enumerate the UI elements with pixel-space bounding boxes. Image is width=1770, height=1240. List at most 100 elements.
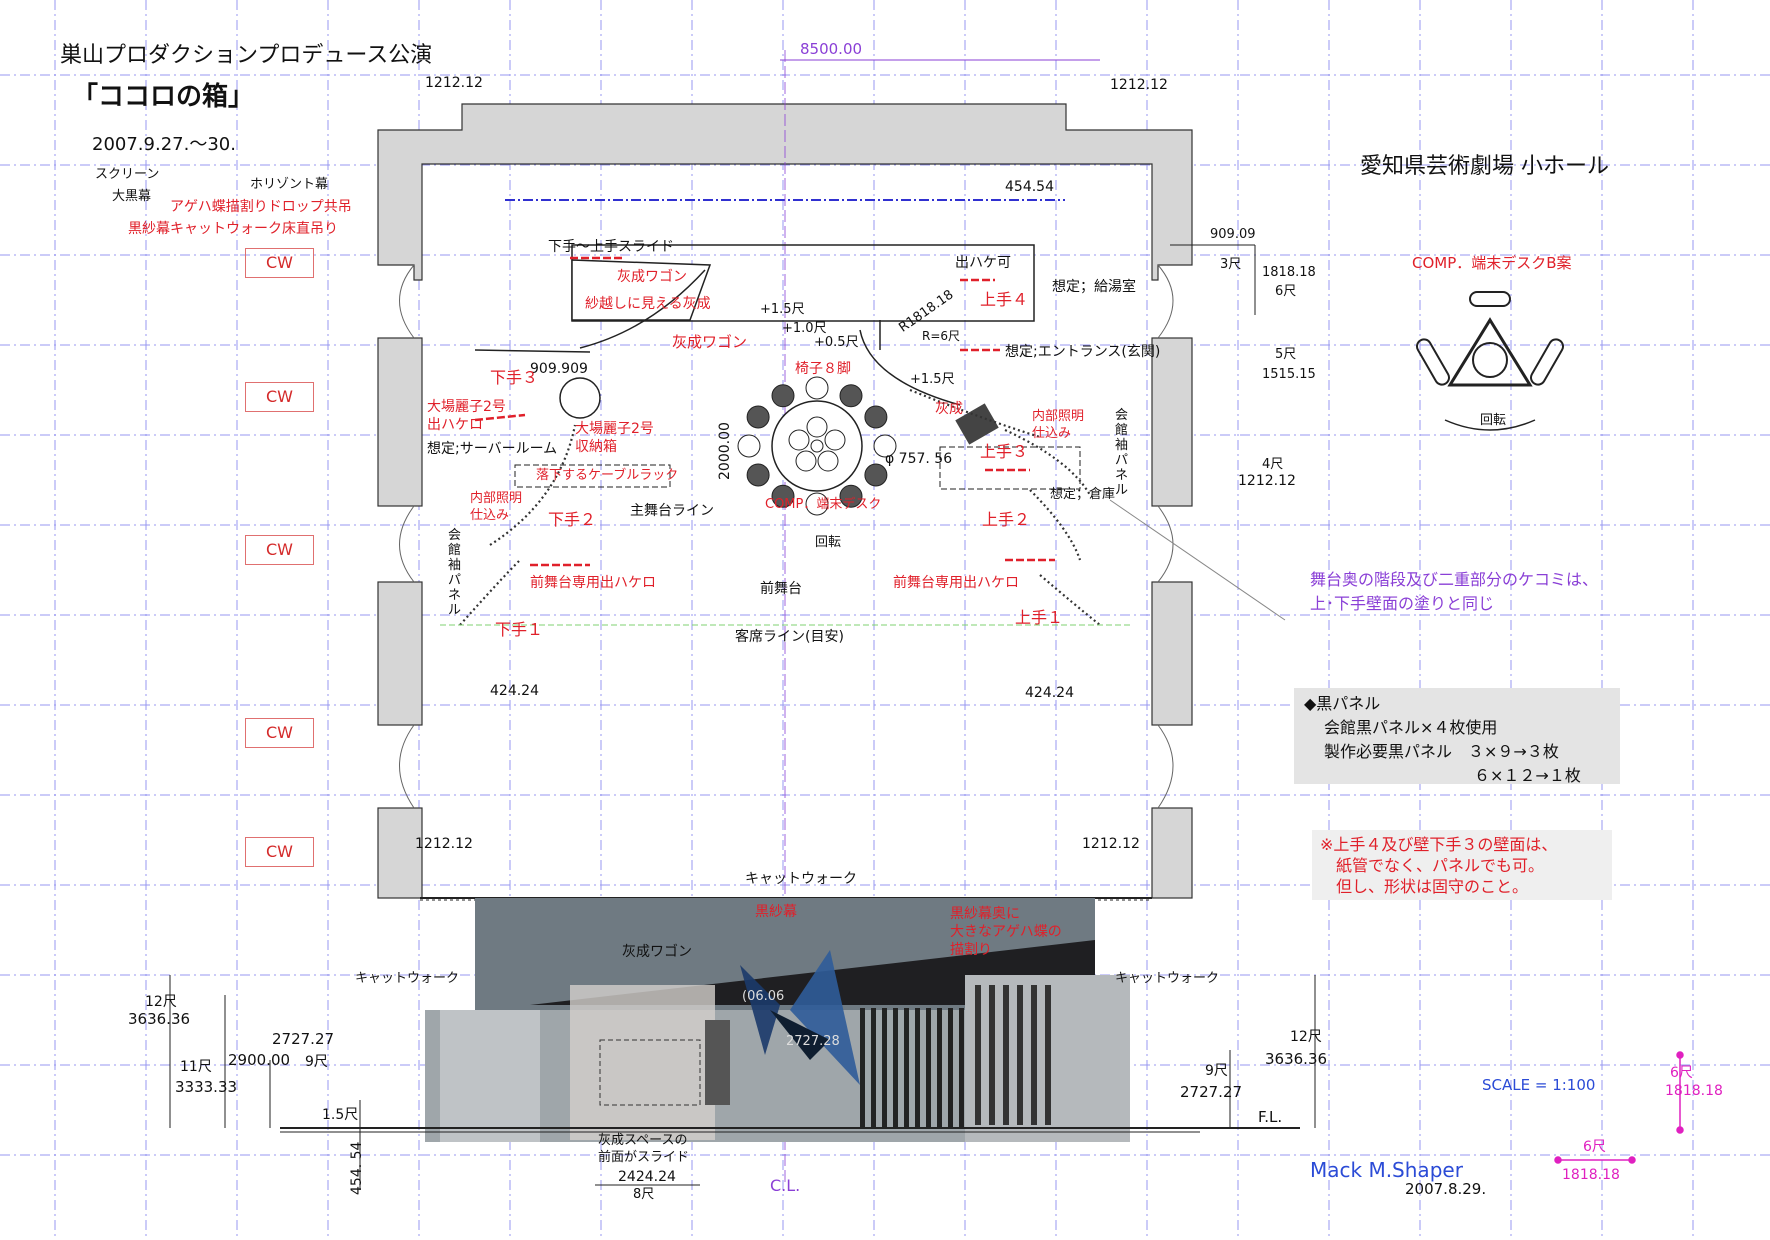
dim-1818: 1818.18 [1262,265,1316,280]
cw-label: CW [245,248,314,278]
chair [771,384,795,408]
desk-b-diagram [1416,291,1564,431]
upstage-platform [474,244,1035,406]
assume-kitchen: 想定；給湯室 [1052,279,1136,295]
dim-width: 8500.00 [800,40,863,58]
dimension-lines [169,244,1316,1190]
left-pillar-2 [377,581,423,726]
bar [860,1008,865,1128]
wagon2-label: 灰成ワゴン [672,333,748,351]
elev-catwalk-right: キャットウォーク [1115,971,1220,986]
comp-desk-label: COMP．端末デスク [765,497,882,512]
wagon-label: 灰成ワゴン [617,269,687,285]
elev-h3636-left: 3636.36 [128,1010,191,1028]
elev-h454: 454. 54 [349,1141,365,1195]
red-arrows [474,256,1055,977]
chair [746,405,770,429]
legend-horizont: ホリゾント幕 [250,177,329,192]
theatre-walls [377,103,1193,899]
dim-5shaku: 5尺 [1275,347,1297,362]
chair [746,463,770,487]
right-pillar-2 [1151,581,1193,726]
bar [915,1008,920,1128]
chair [839,484,863,508]
company-title: 巣山プロダクションプロデュース公演 [60,43,433,68]
cable-rack [514,464,671,488]
inner-light-right: 内部照明 仕込み [1032,409,1085,441]
elev-gauze: 黒紗幕 [755,904,797,920]
elevation-scene [425,898,1130,1142]
chairs-label: 椅子８脚 [795,361,851,377]
slide-label: 下手～上手スライド [548,239,674,255]
dim-424-right: 424.24 [1025,685,1074,701]
front-stage-label: 前舞台 [760,581,802,597]
elev-h2727-left: 2727.27 [272,1030,335,1048]
kamite2: 上手２ [982,510,1031,529]
author-name: Mack M.Shaper [1310,1158,1463,1182]
centre-line-label: C.L. [770,1176,801,1195]
show-title: 「ココロの箱」 [72,82,255,112]
panel-note-head: ◆黒パネル [1304,694,1381,713]
oba2-box: 大場麗子2号 収納箱 [575,421,654,455]
elev-h9-right: 9尺 [1205,1063,1228,1079]
scale-label: SCALE = 1:100 [1482,1076,1596,1094]
bar [882,1008,887,1128]
panel-note-line3: ６×１２→１枚 [1474,766,1581,785]
dotted-walls [459,388,1101,626]
assume-storage: 想定；倉庫 [1050,487,1116,502]
hall-panel-left: 会 館 袖 パ ネ ル [448,528,462,618]
elev-h2727-right: 2727.27 [1180,1083,1243,1101]
chair [805,492,829,516]
dim-6shaku: 6尺 [1275,284,1297,299]
chairs-group [737,376,897,516]
black-panel-note: ◆黒パネル 会館黒パネル×４枚使用 製作必要黒パネル ３×９→３枚 ６×１２→１… [1294,688,1620,785]
dim-1212-side: 1212.12 [1238,473,1296,489]
dim-phi: φ 757. 56 [885,451,953,467]
elev-h9-left: 9尺 [305,1054,328,1070]
scale-dims [1554,1051,1684,1164]
right-pillar-3 [1151,807,1193,899]
shimote2: 下手２ [548,510,597,529]
front-exit-left: 前舞台専用出ハケロ [530,575,656,591]
note-purple: 舞台奥の階段及び二重部分のケコミは、 上･下手壁面の塗りと同じ [1310,570,1599,613]
author-date: 2007.8.29. [1405,1180,1487,1198]
bar [893,1008,898,1128]
dim-plus15b: +1.5尺 [910,372,955,387]
bar [1031,985,1037,1125]
wagon-note: 紗越しに見える灰成 [585,296,711,312]
elev-catwalk-left: キャットウォーク [355,971,460,986]
dim-4shaku: 4尺 [1262,457,1284,472]
bar [989,985,995,1125]
elev-h3636-right: 3636.36 [1265,1050,1328,1068]
exit-ok: 出ハケ可 [955,255,1011,271]
floor-level: F.L. [1258,1108,1283,1126]
dim-424-left: 424.24 [490,683,539,699]
dim-wall-right: 1212.12 [1110,77,1168,93]
dim-plus15a: +1.5尺 [760,302,805,317]
dim-wall-left: 1212.12 [425,75,483,91]
inner-light-left: 内部照明 仕込み [470,491,523,523]
assume-entrance: 想定;エントランス(玄関) [1005,344,1161,360]
desk-b-rotate: 回転 [1480,413,1507,428]
dim-1212-bl: 1212.12 [415,836,473,852]
storage-box [939,446,1081,490]
chair [873,434,897,458]
legend-black-curtain: 大黒幕 [112,189,152,204]
elev-h2900: 2900.00 [228,1051,291,1069]
slide-note: 灰成スペースの 前面がスライド [598,1133,690,1165]
table-flower [788,416,846,472]
elev-dim-278: 2727.28 [786,1034,840,1049]
bar [959,1008,964,1128]
panel-note-line2: 製作必要黒パネル ３×９→３枚 [1324,742,1559,761]
doors [399,264,1174,809]
rotating-box [955,403,999,445]
dim-r6: R=6尺 [922,329,961,343]
bar [948,1008,953,1128]
shimote3: 下手３ [490,368,539,387]
chair [771,484,795,508]
bar [904,1008,909,1128]
storage-drum [559,377,601,419]
desk-b-title: COMP．端末デスクB案 [1412,254,1572,272]
